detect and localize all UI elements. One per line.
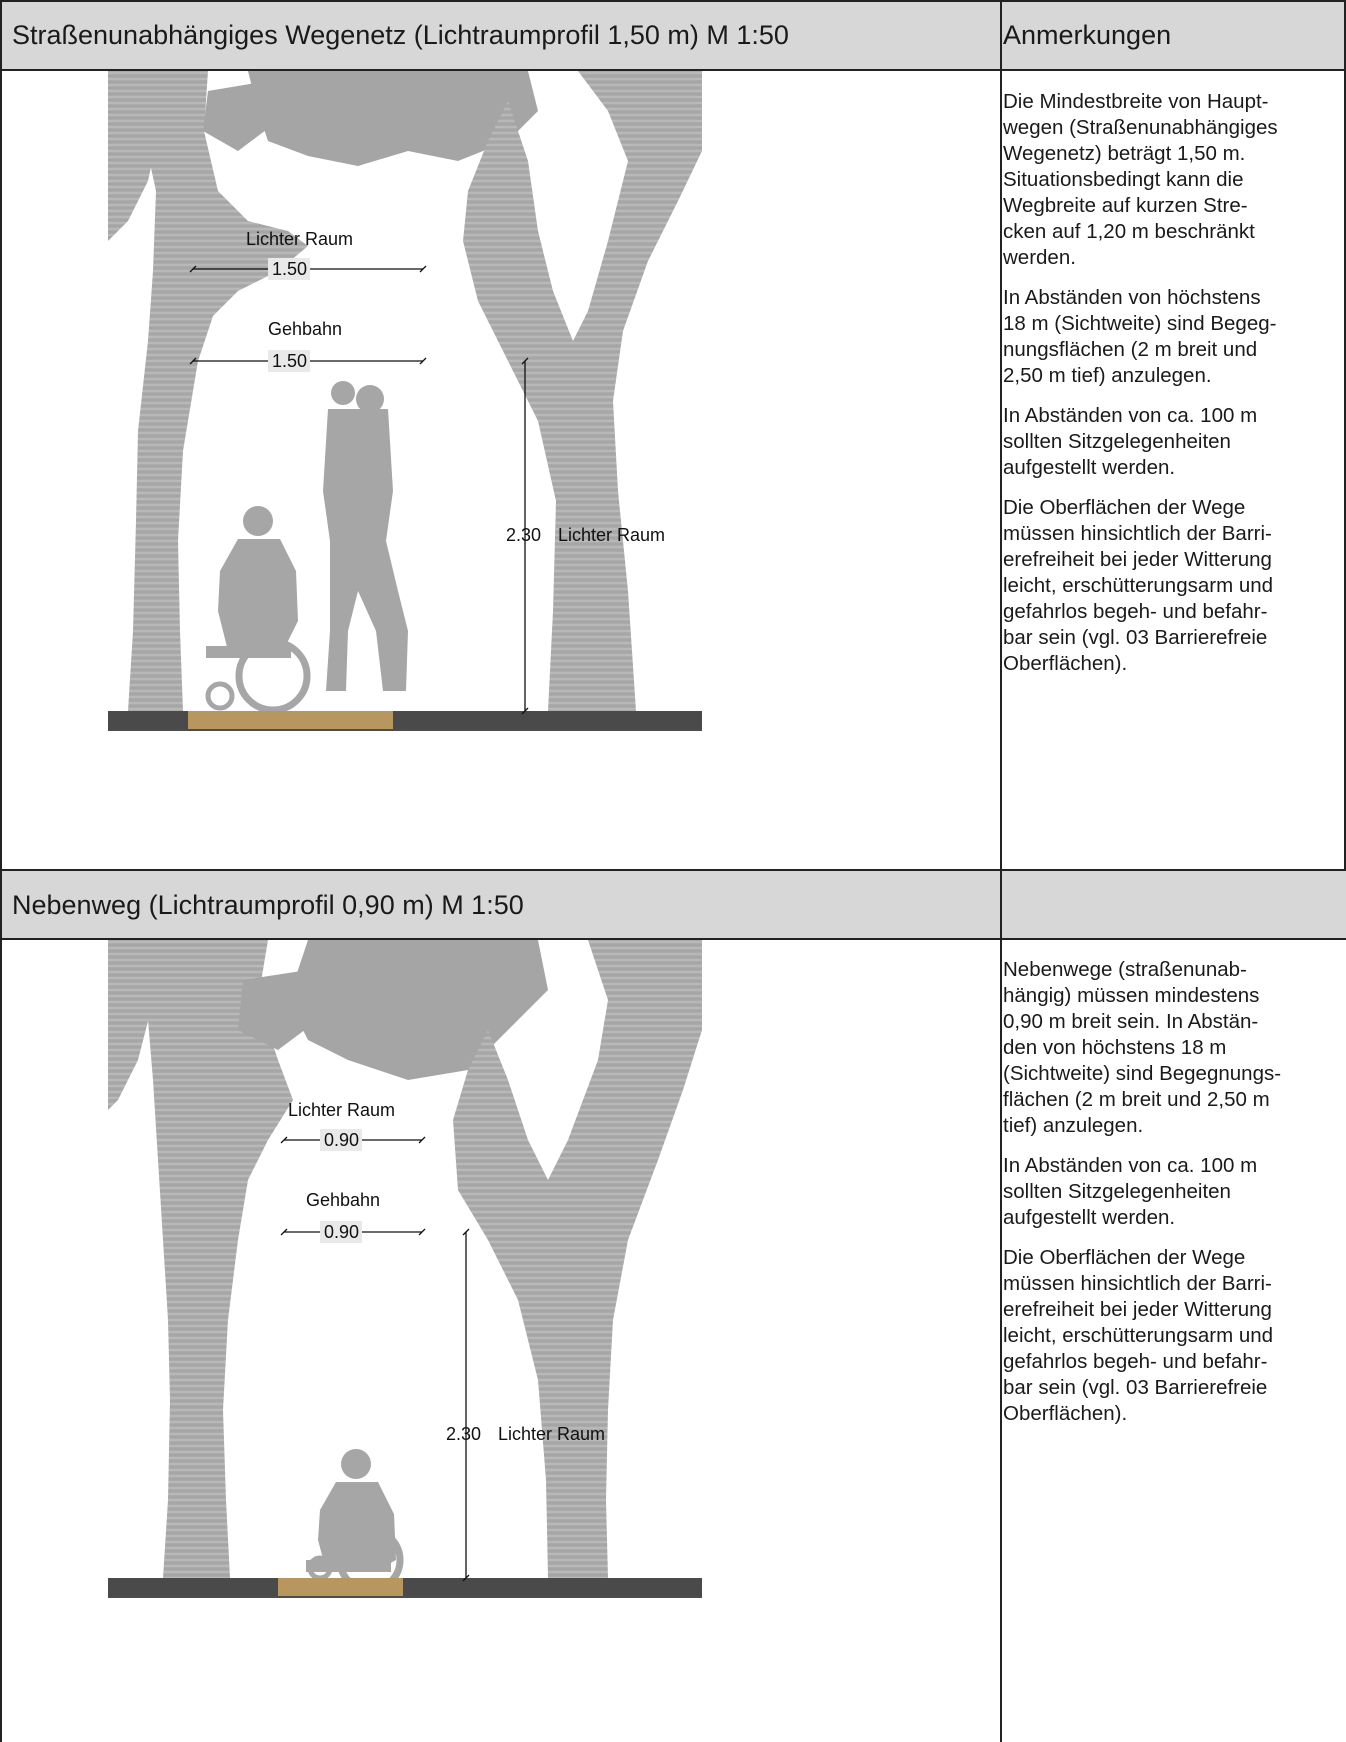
column-divider [1000,0,1002,1742]
right-tree-silhouette [463,71,702,711]
note-paragraph: Die Oberflächen der Wege müssen hinsicht… [1003,496,1274,675]
pavement-right [403,1578,702,1596]
left-tree-branch [108,940,158,1110]
height-dimension-tick [462,1228,470,1582]
clearance-label: Lichter Raum [246,229,353,249]
clearance-dimension-tick [189,265,427,273]
section2-header-bottom [0,938,1346,940]
clearance-dimension-tick [280,1136,426,1144]
wheelchair-user-figure [306,1449,404,1594]
height-label: Lichter Raum [498,1424,605,1444]
path-surface [278,1578,403,1596]
note-paragraph: In Abständen von ca. 100 m sollten Sitzg… [1003,404,1258,479]
pavement-left [108,1578,278,1596]
wheelchair-user-figure [205,506,311,714]
pavement-left [108,711,188,729]
left-tree-silhouette [128,71,308,711]
note-paragraph: In Abständen von ca. 100 m sollten Sitzg… [1003,1154,1258,1229]
height-value: 2.30 [506,525,541,545]
path-surface [188,711,393,729]
note-paragraph: In Abständen von höchstens 18 m (Sichtwe… [1003,286,1277,387]
section1-cross-section-drawing: Lichter Raum 1.50 Gehbahn 1.50 2.30 Lich… [108,71,702,731]
notes-header: Anmerkungen [1003,20,1172,50]
height-dimension-tick [521,357,529,715]
section1-header-band [0,0,1346,70]
walkway-label: Gehbahn [306,1190,380,1210]
right-tree-silhouette [453,940,702,1578]
table-border-right [1344,0,1346,870]
note-paragraph: Nebenwege (straßenunab- hängig) müssen m… [1003,958,1282,1137]
table-border-left [0,0,2,1742]
adult-carrying-child-figure [323,381,408,691]
section2-title: Nebenweg (Lichtraumprofil 0,90 m) M 1:50 [12,890,524,920]
section2-header-top [0,869,1346,871]
walkway-width-value: 1.50 [272,351,307,371]
canopy-foliage [238,970,318,1050]
note-paragraph: Die Oberflächen der Wege müssen hinsicht… [1003,1246,1274,1425]
note-paragraph: Die Mindestbreite von Haupt- wegen (Stra… [1003,90,1278,269]
section1-notes: Die Mindestbreite von Haupt- wegen (Stra… [1003,89,1333,691]
canopy-foliage [203,81,278,151]
clearance-width-value: 1.50 [272,259,307,279]
clearance-width-value: 0.90 [324,1130,359,1150]
walkway-width-value: 0.90 [324,1222,359,1242]
section2-notes: Nebenwege (straßenunab- hängig) müssen m… [1003,957,1333,1441]
walkway-dimension-tick [280,1228,426,1236]
canopy-foliage [288,940,548,1080]
left-tree-silhouette [148,940,293,1578]
section2-cross-section-drawing: Lichter Raum 0.90 Gehbahn 0.90 2.30 Lich… [108,940,702,1600]
left-tree-branch [108,71,168,241]
section1-title: Straßenunabhängiges Wegenetz (Lichtraump… [12,20,789,50]
height-value: 2.30 [446,1424,481,1444]
walkway-dimension-tick [189,357,427,365]
pavement-right [393,711,702,729]
canopy-foliage [248,71,538,166]
section1-header-divider [0,69,1346,71]
walkway-label: Gehbahn [268,319,342,339]
clearance-label: Lichter Raum [288,1100,395,1120]
section2-header-band [0,871,1346,939]
table-border-top [0,0,1346,2]
height-label: Lichter Raum [558,525,665,545]
section1-drawing-svg: Lichter Raum 1.50 Gehbahn 1.50 2.30 Lich… [108,71,702,731]
section2-drawing-svg: Lichter Raum 0.90 Gehbahn 0.90 2.30 Lich… [108,940,702,1598]
